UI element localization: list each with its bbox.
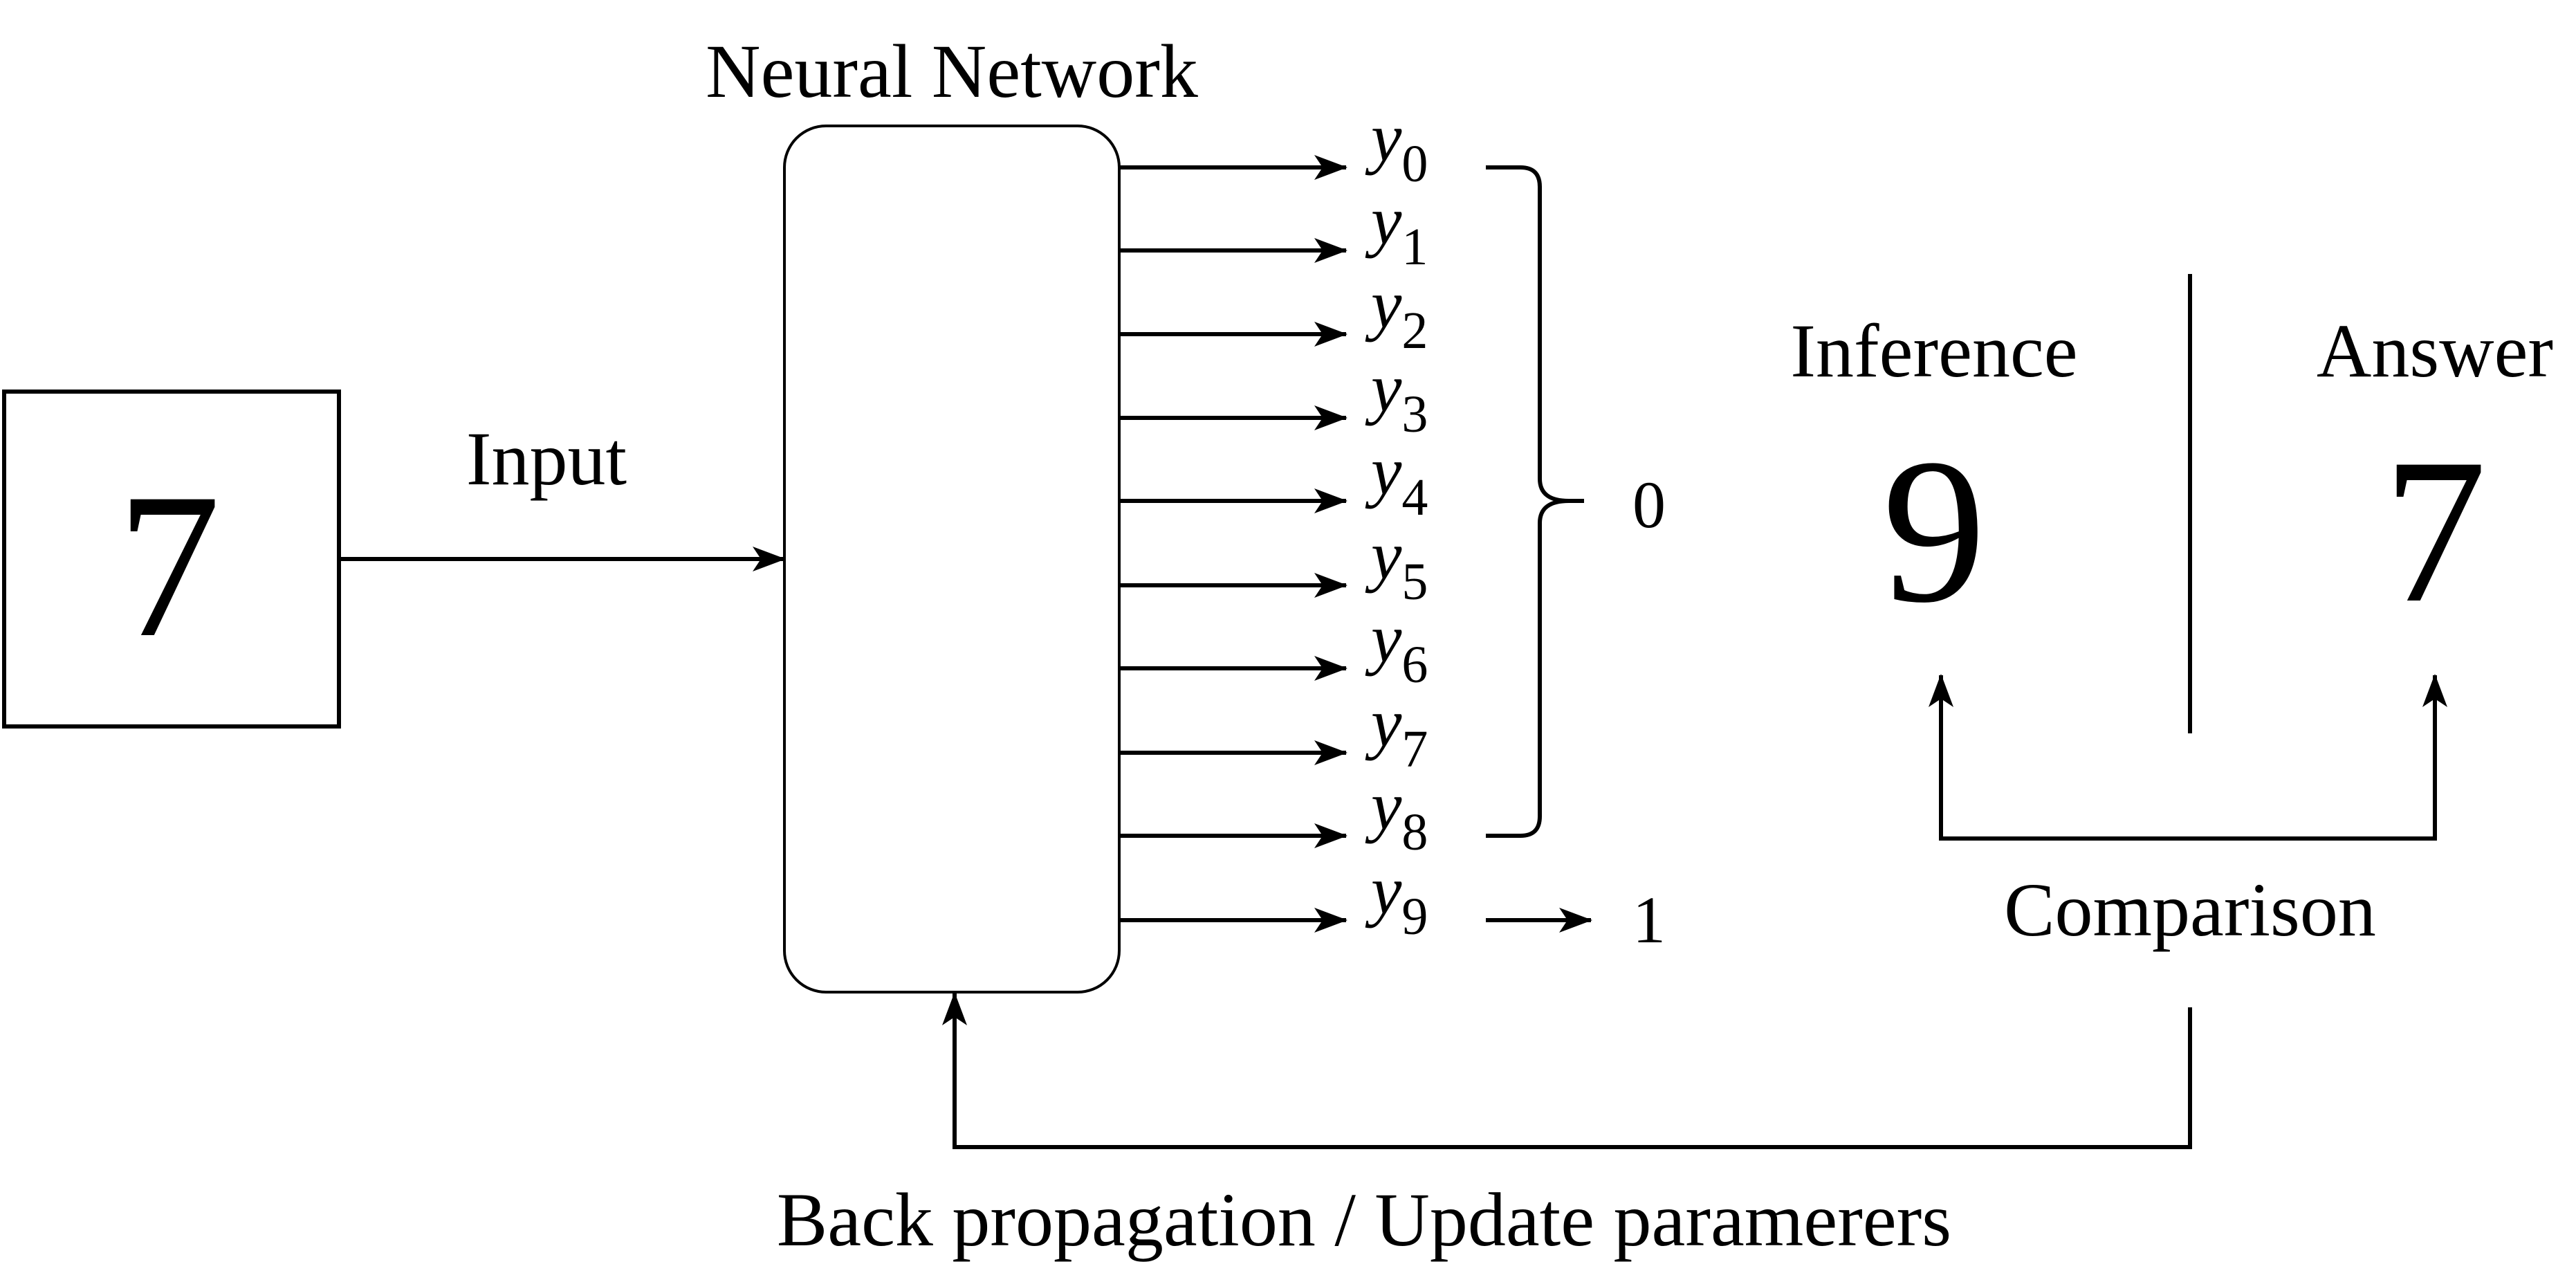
output-label-y1: y1 <box>1365 182 1428 276</box>
group-value: 0 <box>1632 468 1666 542</box>
output-arrows <box>1119 155 1347 933</box>
answer-label: Answer <box>2317 309 2553 393</box>
output-label-y9: y9 <box>1365 852 1428 946</box>
output-label-y8: y8 <box>1365 767 1428 861</box>
comparison-arrow-answer <box>2190 674 2447 841</box>
output-label-y0: y0 <box>1365 99 1428 193</box>
network-title: Neural Network <box>706 29 1198 113</box>
y9-value: 1 <box>1632 883 1666 957</box>
curly-brace <box>1486 165 1570 838</box>
answer-digit: 7 <box>2383 416 2487 645</box>
input-label: Input <box>466 416 627 501</box>
comparison-arrow-inference <box>1929 674 2190 841</box>
output-label-y4: y4 <box>1365 432 1428 526</box>
output-label-y3: y3 <box>1365 349 1428 443</box>
comparison-label: Comparison <box>2004 868 2376 952</box>
output-label-y5: y5 <box>1365 517 1428 611</box>
output-label-y2: y2 <box>1365 266 1428 360</box>
output-labels: y0 y1 y2 y3 y4 y5 y6 y7 y8 y9 <box>1365 99 1428 946</box>
input-digit: 7 <box>117 450 221 680</box>
output-label-y6: y6 <box>1365 600 1428 694</box>
inference-label: Inference <box>1790 309 2077 393</box>
output-label-y7: y7 <box>1365 684 1428 778</box>
backprop-arrow <box>942 992 2192 1149</box>
inference-digit: 9 <box>1882 416 1986 645</box>
neural-network-box <box>783 125 1121 993</box>
backprop-label: Back propagation / Update paramerers <box>777 1178 1951 1262</box>
